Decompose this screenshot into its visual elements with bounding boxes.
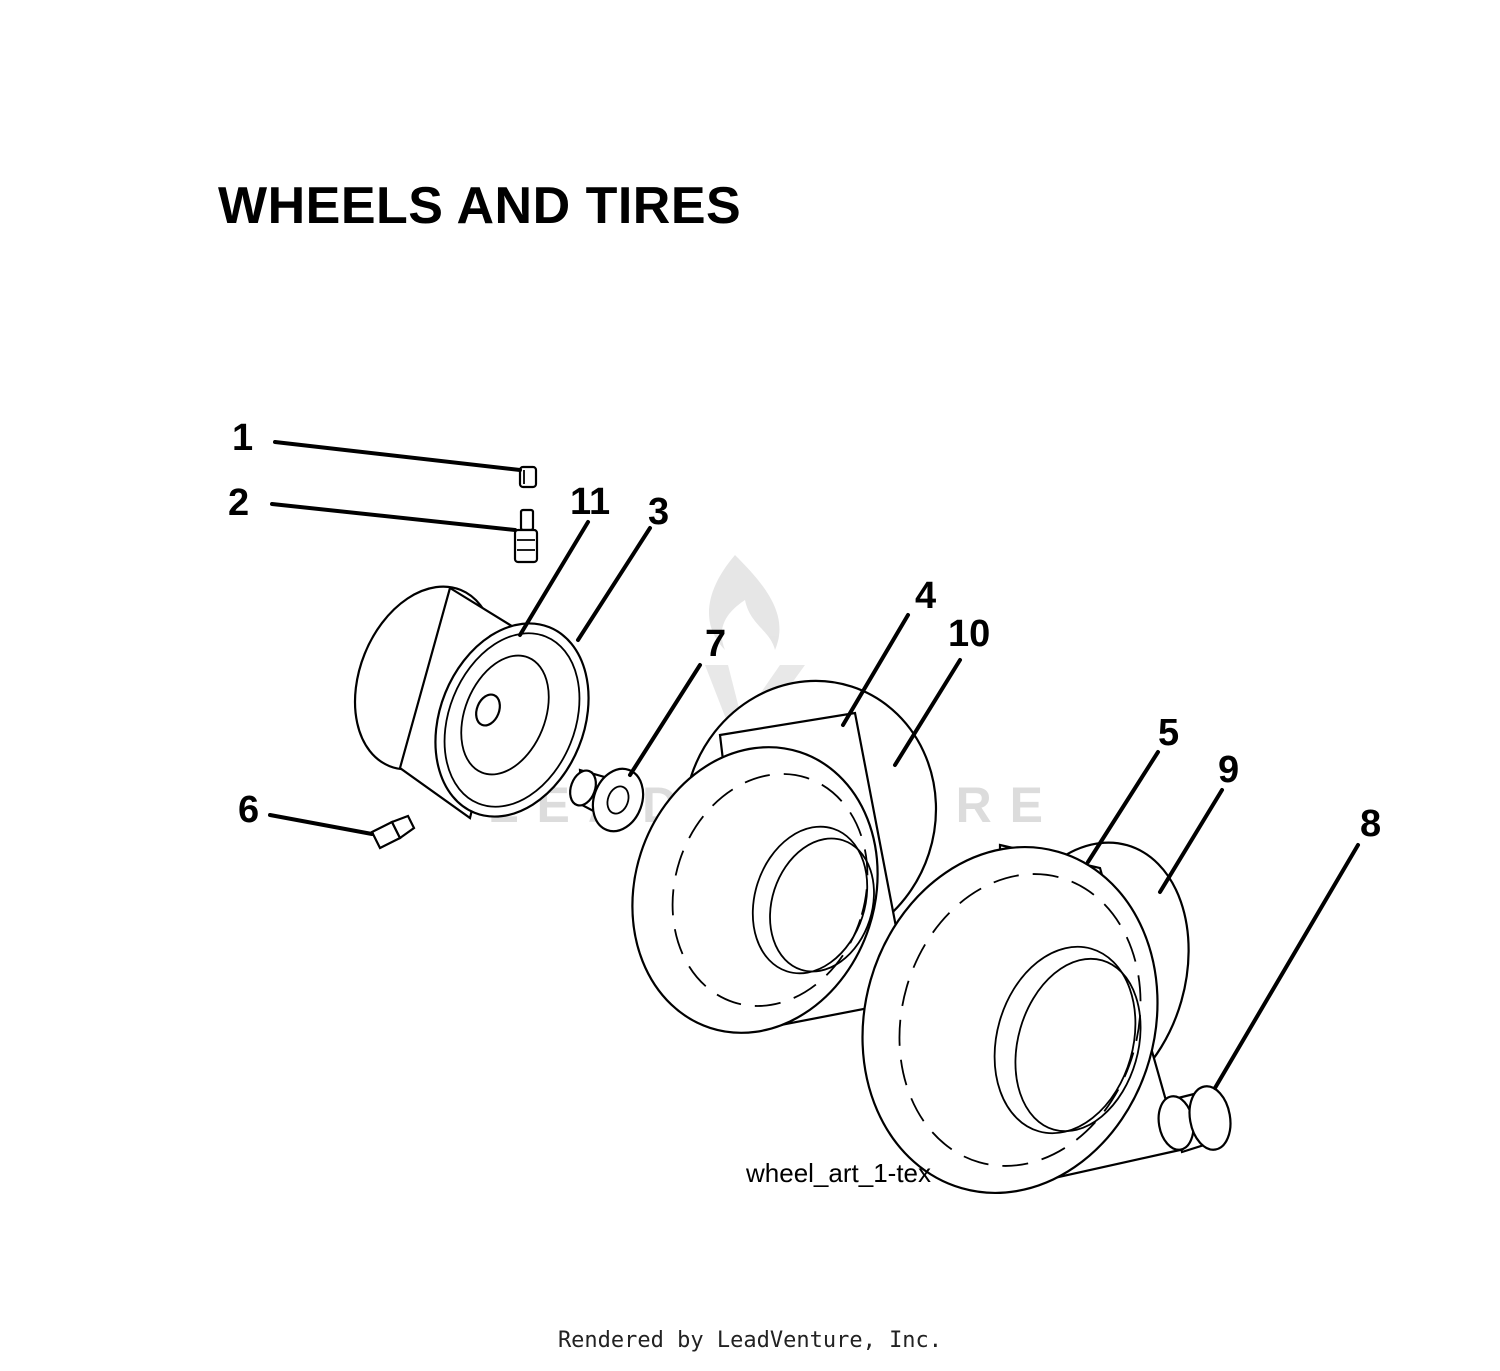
part-6-grease-fitting xyxy=(370,814,416,850)
callout-numbers: 1 2 3 4 5 6 7 8 9 10 11 xyxy=(228,417,1381,845)
callout-9: 9 xyxy=(1218,749,1239,791)
footer-credit: Rendered by LeadVenture, Inc. xyxy=(557,1328,943,1353)
callout-5: 5 xyxy=(1158,712,1179,754)
part-7-bushing xyxy=(569,767,645,833)
callout-4: 4 xyxy=(915,575,936,617)
callout-10: 10 xyxy=(948,613,990,655)
part-8-cap xyxy=(1157,1085,1232,1154)
art-reference-label: wheel_art_1-tex xyxy=(745,1158,931,1188)
callout-11: 11 xyxy=(570,481,610,523)
callout-2: 2 xyxy=(228,482,249,524)
callout-7: 7 xyxy=(705,623,726,665)
part-4-front-tire xyxy=(631,679,938,1034)
callout-3: 3 xyxy=(648,491,669,533)
callout-1: 1 xyxy=(232,417,253,459)
part-1-nut xyxy=(518,465,538,489)
part-5-rear-tire xyxy=(861,841,1190,1195)
leader-lines xyxy=(268,440,1360,1090)
callout-6: 6 xyxy=(238,789,259,831)
part-11-rim xyxy=(353,585,590,820)
page-title: WHEELS AND TIRES xyxy=(218,177,742,235)
callout-8: 8 xyxy=(1360,803,1381,845)
flame-logo-icon xyxy=(708,555,780,650)
part-2-valve-stem xyxy=(513,508,539,564)
